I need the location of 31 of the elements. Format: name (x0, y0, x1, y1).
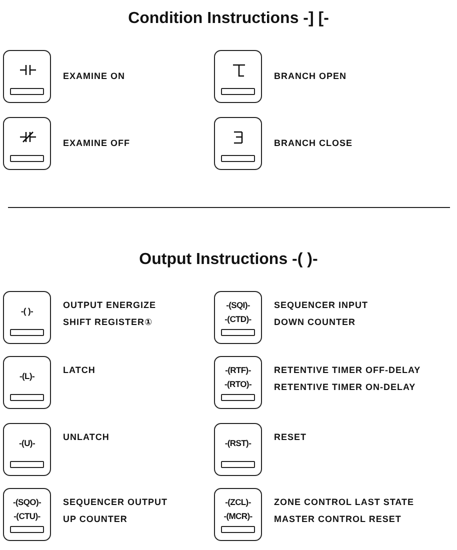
instruction-key: -(SQI)- -(CTD)- (214, 291, 262, 344)
instruction-description: SEQUENCER OUTPUT (63, 496, 168, 509)
instruction-description: OUTPUT ENERGIZE (63, 299, 156, 312)
instruction-key: -(SQO)- -(CTU)- (3, 488, 51, 541)
instruction-key (214, 117, 262, 170)
instruction-key: -(L)- (3, 356, 51, 409)
instruction-description: BRANCH OPEN (274, 70, 347, 83)
instruction-description: UP COUNTER (63, 513, 128, 526)
section-heading: Output Instructions -( )- (138, 251, 319, 269)
instruction-key (214, 50, 262, 103)
instruction-description: RETENTIVE TIMER OFF-DELAY (274, 364, 421, 377)
instruction-description: RETENTIVE TIMER ON-DELAY (274, 381, 417, 394)
instruction-key: -(U)- (3, 423, 51, 476)
instruction-description: LATCH (63, 364, 96, 377)
instruction-description: UNLATCH (63, 431, 110, 444)
instruction-description: SHIFT REGISTER① (63, 316, 154, 329)
instruction-description: SEQUENCER INPUT (274, 299, 368, 312)
instruction-key: -(RTF)- -(RTO)- (214, 356, 262, 409)
instruction-description: BRANCH CLOSE (274, 137, 353, 150)
instruction-key (3, 117, 51, 170)
instruction-key: -(RST)- (214, 423, 262, 476)
instruction-description: MASTER CONTROL RESET (274, 513, 402, 526)
instruction-key: -(ZCL)- -(MCR)- (214, 488, 262, 541)
instruction-description: DOWN COUNTER (274, 316, 356, 329)
instruction-key: -( )- (3, 291, 51, 344)
instruction-description: ZONE CONTROL LAST STATE (274, 496, 414, 509)
instruction-description: RESET (274, 431, 307, 444)
instruction-key (3, 50, 51, 103)
section-heading: Condition Instructions -] [- (127, 10, 330, 28)
instruction-description: EXAMINE OFF (63, 137, 130, 150)
instruction-description: EXAMINE ON (63, 70, 126, 83)
